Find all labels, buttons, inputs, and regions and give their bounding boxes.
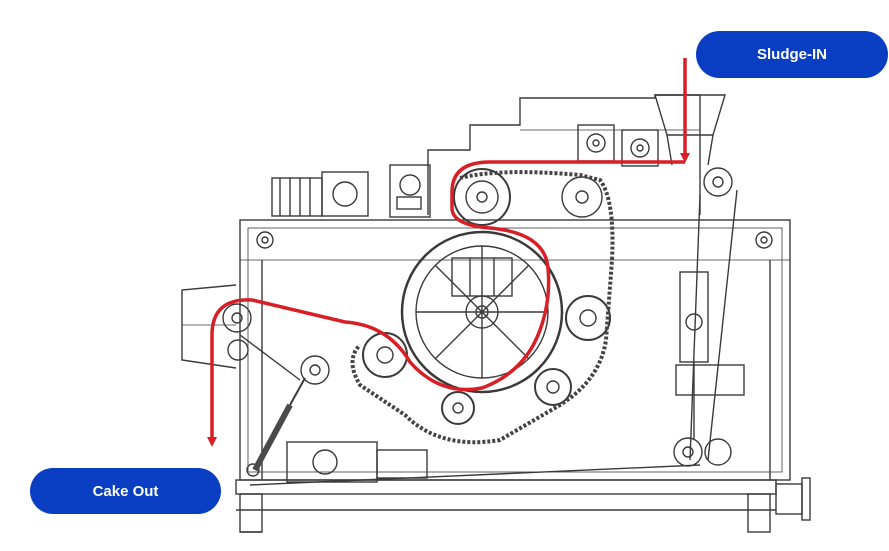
machine-frame [181,94,811,533]
chain-track [350,170,615,445]
cake-out-label: Cake Out [30,468,221,514]
sludge-flow-path [210,160,685,392]
sludge-in-label: Sludge-IN [696,31,888,78]
